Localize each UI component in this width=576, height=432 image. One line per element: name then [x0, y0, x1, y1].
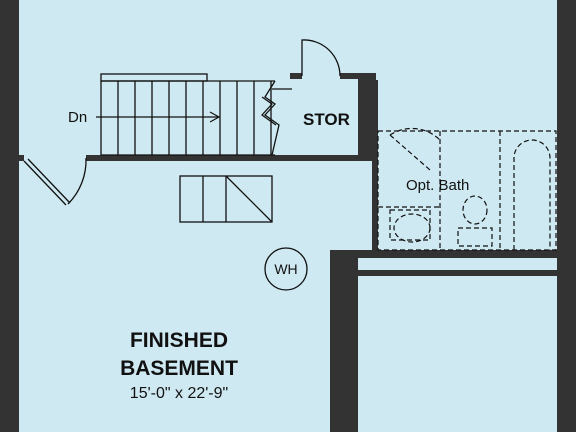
room-name-line1: FINISHED	[130, 329, 228, 352]
floor-window-well	[179, 175, 273, 223]
entry-door	[23, 157, 87, 206]
storage-door	[301, 39, 341, 77]
room-dimensions: 15'-0" x 22'-9"	[130, 385, 228, 402]
room-name-line2: BASEMENT	[120, 357, 238, 380]
left-exterior-wall	[0, 0, 19, 432]
bath-label: Opt. Bath	[406, 177, 469, 194]
stairs-direction-arrow	[96, 111, 221, 123]
storage-label: STOR	[303, 110, 350, 129]
basement-room-fill	[18, 0, 558, 432]
water-heater-circle	[264, 247, 308, 291]
stairs	[100, 73, 292, 156]
right-exterior-wall	[557, 0, 576, 432]
interior-walls	[18, 73, 557, 432]
optional-bath-fixtures	[377, 127, 557, 251]
water-heater-label: WH	[274, 261, 297, 277]
stairs-direction-label: Dn	[68, 109, 87, 126]
